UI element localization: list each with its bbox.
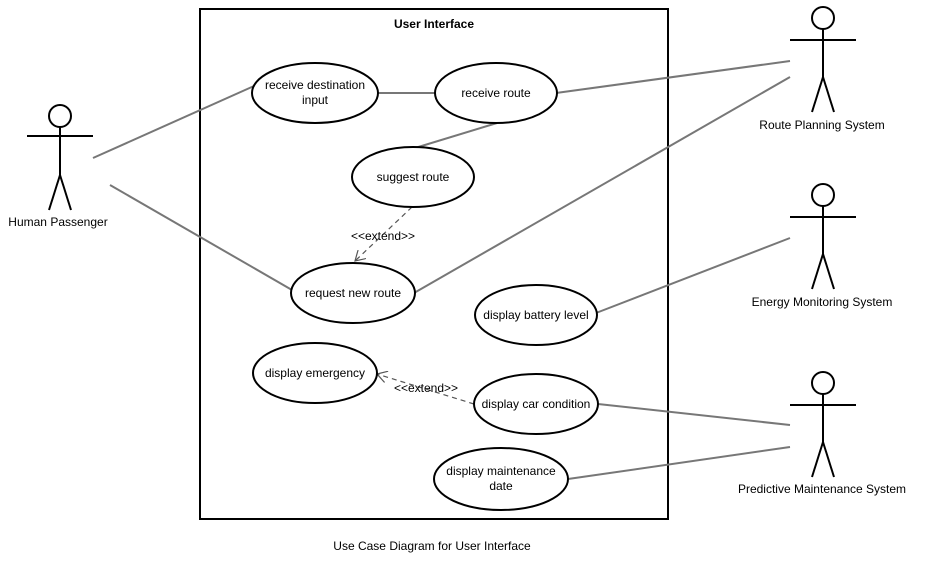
svg-text:request new route: request new route — [305, 286, 401, 300]
associations — [92, 60, 791, 480]
assoc-request-new-route-route-planning — [413, 76, 791, 294]
svg-text:receive destination: receive destination — [265, 78, 365, 92]
svg-text:date: date — [489, 479, 513, 493]
svg-text:Route Planning System: Route Planning System — [759, 118, 884, 132]
assoc-passenger-receive-destination — [92, 85, 255, 159]
use-case-receive-destination-input[interactable]: receive destination input — [251, 62, 379, 124]
system-boundary — [199, 8, 669, 520]
assoc-passenger-request-new-route — [109, 184, 293, 291]
svg-text:display car condition: display car condition — [482, 397, 591, 411]
use-case-display-maintenance-date[interactable]: display maintenance date — [433, 447, 569, 511]
extend-label-1: <<extend>> — [351, 229, 415, 243]
svg-text:suggest route: suggest route — [377, 170, 450, 184]
extend-label-2: <<extend>> — [394, 381, 458, 395]
assoc-receive-route-route-planning — [555, 60, 791, 94]
svg-text:display battery level: display battery level — [483, 308, 588, 322]
assoc-receive-route-suggest-route — [414, 122, 498, 149]
actor-predictive-maintenance-system[interactable]: Predictive Maintenance System — [738, 371, 906, 496]
svg-text:display emergency: display emergency — [265, 366, 365, 380]
stick-figure-icon — [790, 6, 856, 113]
actor-human-passenger[interactable]: Human Passenger — [8, 104, 108, 229]
actor-energy-monitoring-system[interactable]: Energy Monitoring System — [752, 183, 893, 309]
svg-text:display maintenance: display maintenance — [446, 464, 556, 478]
stick-figure-icon — [790, 183, 856, 290]
extend-arrow-condition-to-emergency — [377, 374, 475, 405]
use-case-receive-route[interactable]: receive route — [434, 62, 558, 124]
svg-text:Predictive Maintenance System: Predictive Maintenance System — [738, 482, 906, 496]
extend-arrow-suggest-to-request — [355, 206, 413, 261]
use-case-request-new-route[interactable]: request new route — [290, 262, 416, 324]
assoc-car-condition-predictive-maintenance — [597, 403, 791, 426]
stick-figure-icon — [27, 104, 93, 211]
use-case-display-car-condition[interactable]: display car condition — [473, 373, 599, 435]
use-case-suggest-route[interactable]: suggest route — [351, 146, 475, 208]
system-title: User Interface — [394, 17, 474, 31]
assoc-battery-energy-monitoring — [595, 237, 791, 314]
use-case-display-battery-level[interactable]: display battery level — [474, 284, 598, 346]
use-case-display-emergency[interactable]: display emergency — [252, 342, 378, 404]
assoc-maintenance-date-predictive-maintenance — [567, 446, 791, 480]
svg-text:Energy Monitoring System: Energy Monitoring System — [752, 295, 893, 309]
stick-figure-icon — [790, 371, 856, 478]
svg-text:receive route: receive route — [461, 86, 531, 100]
actor-route-planning-system[interactable]: Route Planning System — [759, 6, 885, 132]
diagram-caption: Use Case Diagram for User Interface — [333, 539, 531, 553]
svg-text:Human Passenger: Human Passenger — [8, 215, 107, 229]
svg-text:input: input — [302, 93, 329, 107]
